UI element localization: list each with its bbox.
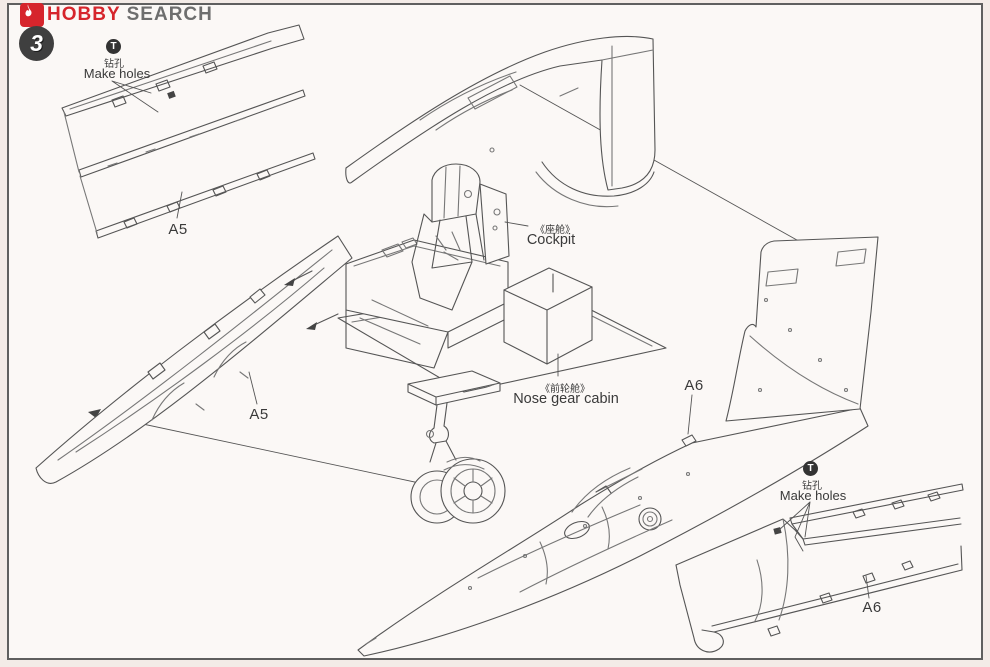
left-fuselage-half (35, 235, 439, 488)
make-holes-right-zh: 钻孔 (802, 481, 822, 492)
nose-gear-cabin-label-zh: 《前轮舱》 (540, 384, 590, 395)
right-fuselage-half-with-tail-panel (357, 236, 879, 657)
right-spine-insert-part (675, 483, 964, 653)
nose-gear-cabin-box (503, 267, 593, 377)
make-holes-right-en: Make holes (779, 488, 847, 503)
cockpit-label-zh: 《座舱》 (535, 225, 575, 236)
drill-symbol-icon: T (803, 461, 818, 476)
logo-suffix-text: SEARCH (126, 4, 213, 25)
part-label-a5-insert: A5 (168, 221, 188, 238)
part-label-a6-fuselage: A6 (684, 377, 704, 394)
left-spine-insert-part (61, 24, 316, 239)
part-label-a6-insert: A6 (862, 599, 882, 616)
logo-brand-text: HOBBY (47, 3, 121, 26)
make-holes-left-zh: 钻孔 (104, 59, 124, 70)
part-label-a5-fuselage: A5 (249, 406, 269, 423)
upper-nose-section (345, 35, 839, 264)
step-number-badge: 3 (19, 26, 54, 61)
cockpit-label-en: Cockpit (526, 232, 576, 248)
flame-icon (20, 3, 44, 27)
drill-symbol-icon: T (106, 39, 121, 54)
nose-gear-cabin-label-en: Nose gear cabin (513, 391, 619, 407)
nose-landing-gear-with-twin-wheels (407, 370, 506, 524)
cockpit-tub-with-ejection-seat (345, 163, 529, 369)
hobby-search-logo: HOBBY SEARCH (20, 3, 213, 27)
make-holes-left-en: Make holes (83, 66, 151, 81)
